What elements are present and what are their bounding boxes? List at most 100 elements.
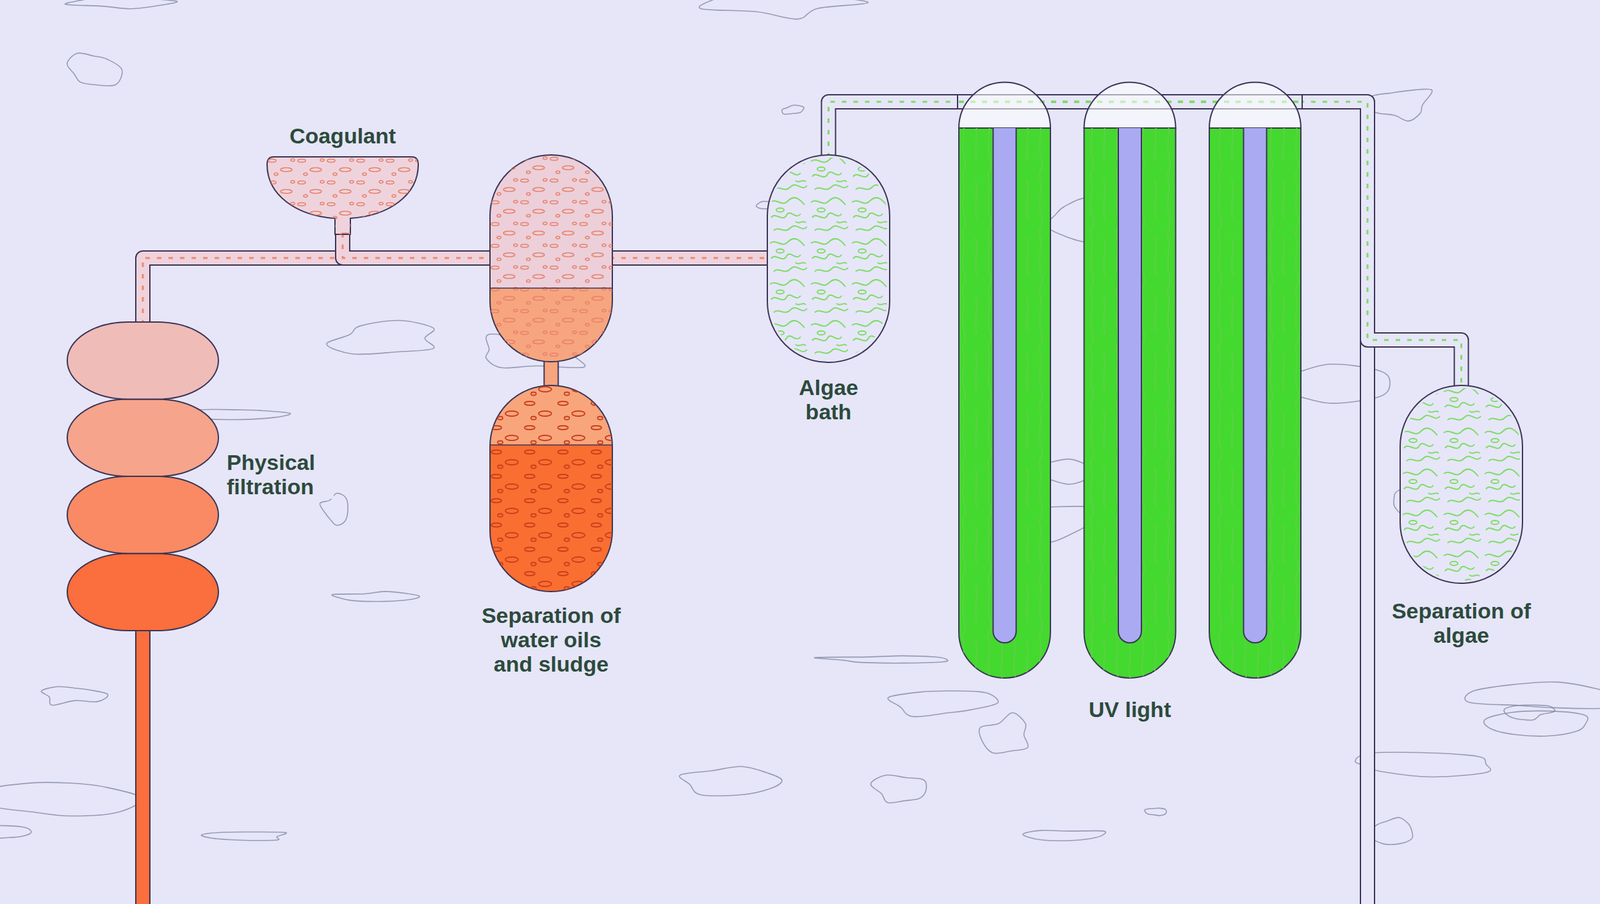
tube-body xyxy=(958,128,1051,679)
filter-stage xyxy=(67,476,219,555)
pipe-texture xyxy=(142,258,493,325)
upper-tank xyxy=(489,155,613,362)
pipe xyxy=(1299,101,1462,389)
node-outline xyxy=(958,61,1301,679)
outlet-pipe xyxy=(1360,333,1375,904)
upper-tank-texture xyxy=(489,155,613,362)
algae-tank xyxy=(767,155,890,363)
map-outline xyxy=(887,691,998,717)
bowl-texture xyxy=(267,156,419,235)
map-outline xyxy=(782,105,804,115)
node-label: UV light xyxy=(1086,697,1173,722)
pipe-wall xyxy=(609,250,770,266)
separation-tank: Separation of water oils and sludge xyxy=(489,155,613,592)
separator-tank xyxy=(1400,385,1523,584)
node-label: Coagulant xyxy=(287,123,398,148)
pipe xyxy=(142,258,493,325)
pipe xyxy=(828,101,961,158)
map-outline xyxy=(699,0,869,20)
node-label: Separation of algae xyxy=(1386,598,1538,648)
label-anchor: Coagulant xyxy=(287,123,398,148)
pipe-texture xyxy=(342,233,493,259)
pipe-inner xyxy=(142,258,493,325)
map-outline xyxy=(0,825,32,840)
label-anchor: Separation of water oils and sludge xyxy=(477,603,626,677)
node-outline xyxy=(489,155,613,592)
tube-body xyxy=(1209,128,1301,679)
label-anchor: UV light xyxy=(1086,697,1173,722)
pipe-inner xyxy=(609,251,770,265)
filter-stage xyxy=(67,554,219,632)
node-outline xyxy=(67,322,219,631)
algae-separator-tank: Separation of algae xyxy=(1400,385,1523,584)
tube-texture xyxy=(1209,128,1301,679)
pipe-wall xyxy=(142,258,493,325)
uv-tube xyxy=(1084,82,1176,679)
uv-lamp xyxy=(1243,128,1267,644)
algae-bath-tank: Algae bath xyxy=(767,155,890,363)
map-outline xyxy=(40,686,108,706)
map-outline xyxy=(65,0,178,9)
pipe-wall xyxy=(828,101,961,158)
separator-texture xyxy=(1402,388,1520,581)
pipe xyxy=(609,258,770,259)
label-anchor: Physical filtration xyxy=(224,450,334,499)
pipe-inner xyxy=(1299,101,1462,389)
node-outline xyxy=(767,155,890,363)
map-outline xyxy=(1355,752,1492,777)
label-anchor: Algae bath xyxy=(783,375,874,425)
pipe-texture xyxy=(1299,101,1462,389)
map-outline xyxy=(870,775,927,804)
tube-texture xyxy=(1084,128,1176,679)
node-label: Algae bath xyxy=(783,375,874,425)
uv-tubes: UV light xyxy=(958,61,1301,679)
map-outline xyxy=(1369,817,1413,845)
filtration-stack: Physical filtration xyxy=(67,322,219,631)
map-outline xyxy=(979,712,1029,754)
node-outline xyxy=(1400,385,1523,584)
bowl-shape xyxy=(267,156,419,235)
pipe-texture xyxy=(828,101,961,158)
node-label: Separation of water oils and sludge xyxy=(477,603,626,677)
map-outline xyxy=(0,782,143,817)
uv-lamp xyxy=(993,128,1017,644)
fluid-line xyxy=(489,444,613,446)
pipe-inner xyxy=(828,101,961,158)
lower-tank xyxy=(489,385,613,592)
map-outline xyxy=(814,655,948,663)
tube-dome xyxy=(958,82,1051,129)
node-outline xyxy=(267,156,419,235)
uv-lamp xyxy=(1118,128,1142,644)
tube-body xyxy=(1084,128,1176,679)
map-outline xyxy=(67,53,123,86)
map-outline xyxy=(679,766,783,797)
pipe-inner xyxy=(342,233,493,259)
map-outline xyxy=(326,320,435,355)
outlet-stem xyxy=(135,624,150,904)
map-outline xyxy=(201,832,287,841)
map-outline xyxy=(1144,808,1167,817)
map-outline xyxy=(1022,830,1106,841)
filter-stage xyxy=(67,399,219,478)
lower-tank-texture xyxy=(489,385,613,592)
label-anchor: Separation of algae xyxy=(1386,598,1538,648)
map-outline xyxy=(1464,682,1600,710)
uv-tube xyxy=(958,82,1051,679)
fluid-line xyxy=(489,287,613,289)
map-outline xyxy=(1484,710,1588,736)
pipe-texture xyxy=(609,257,770,260)
coagulant-bowl: Coagulant xyxy=(267,156,419,235)
pipe-wall xyxy=(342,233,493,259)
tube-texture xyxy=(958,128,1051,679)
uv-tube xyxy=(1209,82,1301,679)
map-outline xyxy=(331,591,420,603)
map-outline xyxy=(1368,89,1433,122)
filter-stage xyxy=(67,322,219,400)
pipe-wall xyxy=(1299,101,1462,389)
node-label: Physical filtration xyxy=(224,450,334,499)
tube-dome xyxy=(1209,82,1301,129)
pipe xyxy=(342,233,493,259)
algae-texture xyxy=(769,157,888,360)
tube-dome xyxy=(1084,82,1176,129)
